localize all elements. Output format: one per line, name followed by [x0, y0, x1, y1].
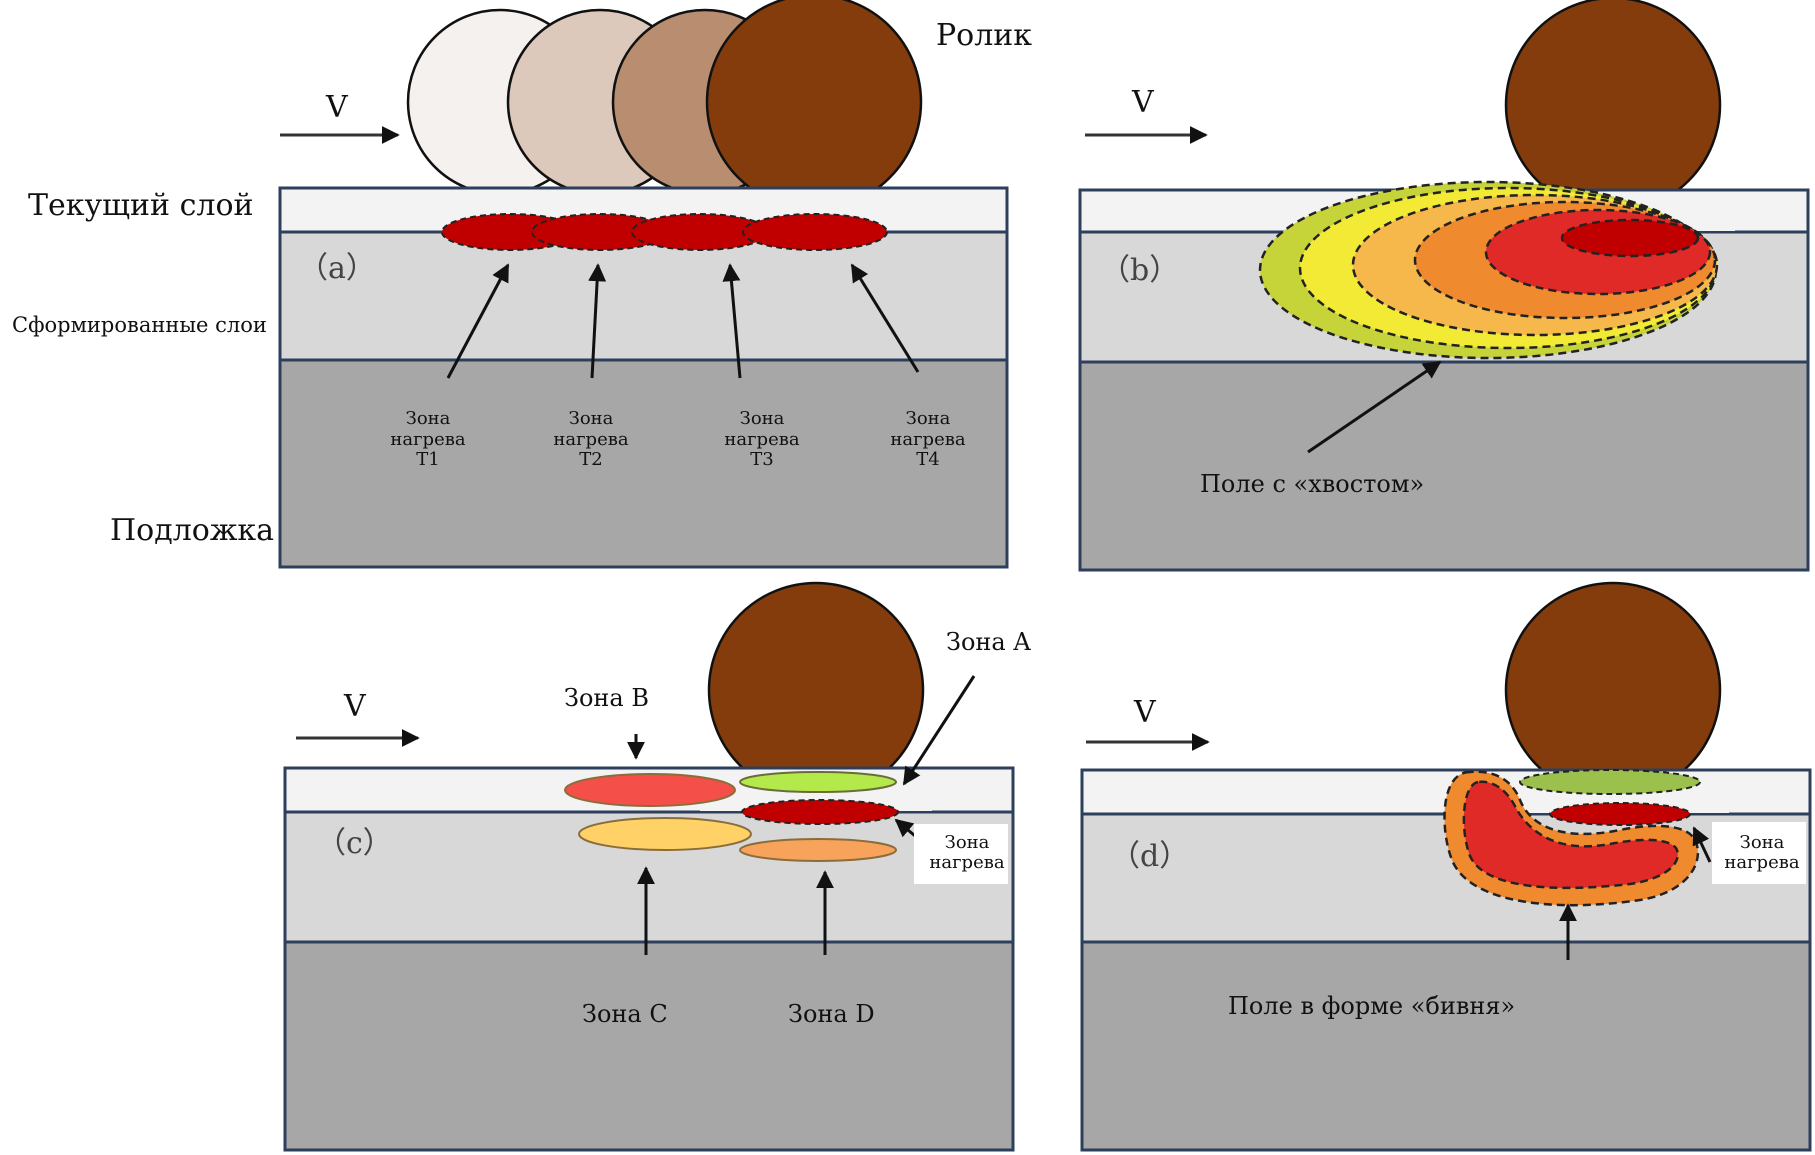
panel-d: V （d） Поле в форме «бивня» Зона нагрева: [1080, 581, 1812, 1152]
svg-text:T3: T3: [750, 449, 773, 470]
tail-temperature-field: [1258, 180, 1719, 360]
velocity-label: V: [325, 90, 349, 125]
panel-tag-b: （b）: [1100, 253, 1179, 288]
heating-zone-label-t2: Зона нагрева T2: [553, 408, 628, 470]
velocity-label: V: [343, 689, 367, 724]
substrate-block: [1078, 360, 1810, 572]
svg-text:Зона: Зона: [740, 408, 785, 429]
svg-text:T1: T1: [416, 449, 439, 470]
svg-text:Зона: Зона: [406, 408, 451, 429]
heating-zone-label-box: [914, 824, 1008, 884]
arrow-t4: [850, 263, 920, 373]
svg-text:нагрева: нагрева: [553, 429, 628, 450]
substrate-block: [283, 940, 1015, 1152]
arrow-t2: [588, 263, 607, 379]
heating-zone-arrow: [1692, 826, 1712, 863]
zone-d-label: Зона D: [788, 1000, 875, 1028]
svg-text:T2: T2: [579, 449, 602, 470]
svg-text:Зона: Зона: [906, 408, 951, 429]
tusk-field-label: Поле в форме «бивня»: [1228, 992, 1515, 1020]
arrow-t1: [446, 263, 510, 379]
panel-tag-d: （d）: [1110, 839, 1189, 874]
zone-a-arrow: [902, 675, 976, 786]
panel-tag-a: （a）: [298, 251, 376, 286]
tail-field-arrow: [1307, 360, 1442, 454]
svg-text:нагрева: нагрева: [724, 429, 799, 450]
roller-label: Ролик: [936, 18, 1032, 53]
heating-zone-label-box: [1712, 822, 1806, 884]
substrate-block: [278, 358, 1009, 569]
roller-position-4: [705, 0, 923, 211]
substrate-label: Подложка: [110, 513, 274, 548]
roller: [707, 581, 925, 799]
current-layer-label: Текущий слой: [28, 188, 254, 223]
heating-zone-label-line2: нагрева: [1724, 852, 1799, 873]
panel-b: V （b） Поле с «хвостом»: [1078, 0, 1810, 572]
heating-zone-label-t3: Зона нагрева T3: [724, 408, 799, 470]
panel-a: V （a） Зона нагрева T1 Зона нагрева T2 Зо…: [278, 0, 1009, 569]
panel-c: V （c） Зона A Зона B Зона C Зона D Зона н…: [283, 581, 1031, 1152]
heating-zone-label-t1: Зона нагрева T1: [390, 408, 465, 470]
heating-zone-region: [741, 799, 899, 825]
zone-b-region: [564, 773, 736, 807]
formed-layers-label: Сформированные слои: [12, 313, 267, 337]
heating-zone-label-line2: нагрева: [929, 852, 1004, 873]
velocity-label: V: [1133, 695, 1157, 730]
panel-tag-c: （c）: [316, 826, 393, 861]
arrow-t3: [722, 263, 742, 379]
svg-text:нагрева: нагрева: [390, 429, 465, 450]
heating-zone-label-line1: Зона: [945, 832, 990, 853]
zone-d-region: [739, 838, 897, 862]
heating-zone-t4: [742, 213, 888, 251]
svg-text:Зона: Зона: [569, 408, 614, 429]
zone-c-region: [578, 817, 752, 851]
svg-text:T4: T4: [916, 449, 939, 470]
zone-c-label: Зона C: [582, 1000, 668, 1028]
zone-a-region: [739, 771, 897, 793]
svg-text:нагрева: нагрева: [890, 429, 965, 450]
roller: [1504, 581, 1722, 799]
formed-layers-block: [278, 230, 1009, 362]
heating-zone-label-t4: Зона нагрева T4: [890, 408, 965, 470]
tusk-temperature-field: [1443, 769, 1701, 907]
velocity-label: V: [1131, 85, 1155, 120]
tail-field-label: Поле с «хвостом»: [1200, 470, 1424, 498]
substrate-block: [1080, 940, 1812, 1152]
roller: [1504, 0, 1722, 214]
heating-zone-label-line1: Зона: [1740, 832, 1785, 853]
zone-b-label: Зона B: [564, 684, 649, 712]
zone-a-label: Зона A: [946, 628, 1031, 656]
